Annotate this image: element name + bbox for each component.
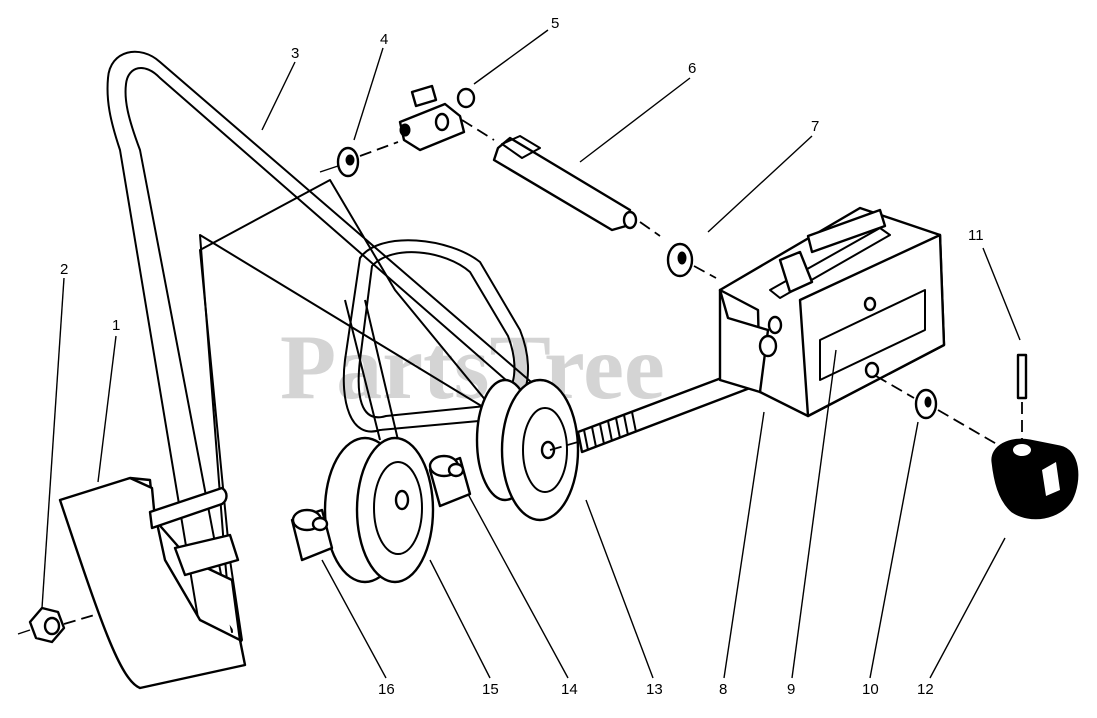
callout-1: 1 xyxy=(112,317,120,334)
belt-guard xyxy=(58,476,247,690)
callout-14: 14 xyxy=(561,681,578,698)
callout-2: 2 xyxy=(60,261,68,278)
pin-11 xyxy=(1016,353,1028,440)
callout-5: 5 xyxy=(551,15,559,32)
rod-6 xyxy=(461,119,661,237)
callout-12: 12 xyxy=(917,681,934,698)
callout-8: 8 xyxy=(719,681,727,698)
callout-13: 13 xyxy=(646,681,663,698)
leader-lines xyxy=(41,29,1021,679)
callout-7: 7 xyxy=(811,118,819,135)
pulley-13 xyxy=(475,378,580,522)
spacer-14 xyxy=(428,454,472,508)
nut-2 xyxy=(17,606,99,644)
spacer-16 xyxy=(290,508,334,562)
callout-16: 16 xyxy=(378,681,395,698)
washer-10 xyxy=(875,375,1001,447)
callout-10: 10 xyxy=(862,681,879,698)
callout-4: 4 xyxy=(380,31,388,48)
callout-labels: 1 2 3 4 5 6 7 8 9 10 11 12 13 14 15 16 xyxy=(60,15,984,698)
clip-4 xyxy=(319,141,399,178)
callout-11: 11 xyxy=(968,227,984,244)
knob-12 xyxy=(991,438,1079,520)
callout-9: 9 xyxy=(787,681,795,698)
callout-3: 3 xyxy=(291,45,299,62)
pulley-15 xyxy=(323,436,435,584)
callout-15: 15 xyxy=(482,681,499,698)
callout-6: 6 xyxy=(688,60,696,77)
washer-7 xyxy=(666,242,717,279)
housing-frame xyxy=(718,206,946,418)
pivot-block-5 xyxy=(398,84,476,152)
